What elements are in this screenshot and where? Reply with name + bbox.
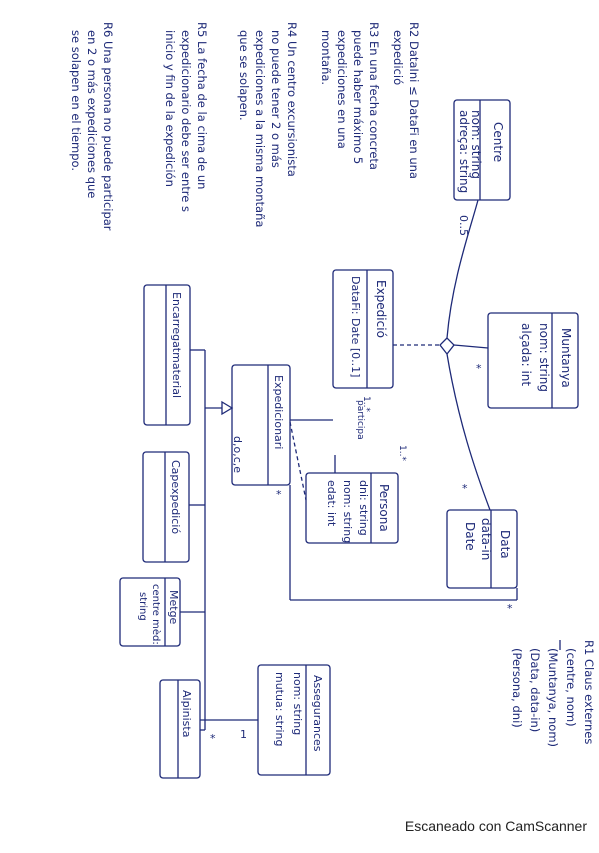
class-data-attr-0: data-in — [479, 518, 493, 560]
mult-data-right: * — [507, 602, 513, 615]
assoc-muntanya-line — [453, 344, 489, 349]
class-persona-name: Persona — [377, 484, 391, 532]
rule-r6-line-0: R6 Una persona no puede participar — [101, 22, 115, 231]
class-alpinista-name: Alpinista — [180, 690, 193, 737]
rule-r6-line-2: se solapen en el tiempo. — [69, 30, 83, 171]
class-centre-box — [453, 99, 511, 201]
class-centre — [453, 99, 511, 201]
assoc-data-line — [446, 353, 491, 511]
rule-r6-line-1: en 2 o más expediciones que — [85, 30, 99, 198]
rule-r2-line-0: R2 DataIni ≤ DataFi en una — [407, 22, 421, 179]
class-muntanya-attr-1: alçada: int — [519, 323, 533, 386]
class-data-name: Data — [498, 530, 512, 559]
rule-r1-line-3: (Data, data-in) — [528, 648, 542, 732]
class-data-attr-1: Date — [463, 522, 477, 551]
class-capexpedicio — [142, 451, 190, 563]
class-muntanya-name: Muntanya — [559, 328, 573, 388]
mult-centre: 0..5 — [457, 215, 470, 236]
mult-assegurances: 1 — [240, 728, 247, 741]
class-persona-box — [305, 472, 399, 544]
class-encarregat — [143, 284, 191, 426]
rule-r5-line-2: inicio y fin de la expedición — [163, 30, 177, 187]
disjoint-label: d,o,c,e — [231, 436, 244, 473]
class-capexpedicio-box — [142, 451, 190, 563]
class-metge-name: Metge — [167, 590, 180, 625]
class-centre-name: Centre — [491, 122, 505, 162]
rule-r4-line-1: no puede tener 2 o más — [269, 30, 283, 168]
class-data-box — [446, 509, 518, 589]
class-alpinista — [159, 679, 201, 779]
rule-r4-line-2: expediciones a la misma montaña — [253, 30, 267, 227]
class-expedicio-box — [332, 269, 394, 389]
class-muntanya-box — [487, 312, 579, 409]
class-muntanya — [487, 312, 579, 409]
class-assegurances-name: Assegurances — [311, 675, 324, 752]
class-persona-attr-0: dni: string — [357, 480, 370, 536]
assoc-centre-line — [446, 199, 479, 339]
participa-label: participa — [355, 400, 365, 440]
class-metge-attr-0: centre mèd: — [150, 584, 162, 645]
class-expedicio-attr-0: DataFi: Date [0..1] — [349, 276, 362, 377]
class-expedicionari-name: Expedicionari — [272, 375, 285, 449]
mult-expedicionari: * — [276, 488, 282, 501]
rule-r1-line-2: (Muntanya, nom) — [546, 648, 560, 747]
class-data — [446, 509, 518, 589]
rule-r1-line-0: R1 Claus externes — [582, 640, 596, 744]
rule-r4-line-3: que se solapen. — [237, 30, 251, 121]
mult-data: * — [462, 482, 468, 495]
class-assegurances-attr-0: nom: string — [291, 672, 304, 735]
assoc-participa-dashed — [289, 421, 307, 501]
mult-alpinista: * — [210, 732, 216, 745]
class-expedicio-name: Expedició — [374, 280, 388, 338]
class-expedicio — [332, 269, 394, 389]
rule-r5-line-0: R5 La fecha de la cima de un — [195, 22, 209, 189]
rule-r1-line-1: (centre, nom) — [564, 648, 578, 727]
class-assegurances-attr-1: mutua: string — [273, 672, 286, 747]
class-capexpedicio-name: Capexpedició — [169, 460, 182, 534]
mult-muntanya: * — [476, 362, 482, 375]
rule-r1-line-4: (Persona, dni) — [510, 648, 524, 728]
rule-r3-line-2: expediciones en una — [335, 30, 349, 149]
mult-exped-left: 1..* — [361, 396, 371, 412]
class-persona-attr-1: nom: string — [341, 480, 354, 543]
mult-persona: 1..* — [397, 445, 407, 461]
rule-r3-line-0: R3 En una fecha concreta — [367, 22, 381, 170]
generalization-triangle — [221, 400, 234, 416]
class-centre-attr-1: adreça: string — [457, 110, 471, 193]
class-alpinista-box — [159, 679, 201, 779]
class-persona — [305, 472, 399, 544]
rule-r5-line-1: expedicionario debe ser entre s — [179, 30, 193, 212]
class-persona-attr-2: edat: int — [325, 480, 338, 527]
rule-r3-line-3: montaña. — [319, 30, 333, 85]
rule-r4-line-0: R4 Un centro excursionista — [285, 22, 299, 177]
ternary-diamond — [439, 337, 455, 356]
class-encarregat-box — [143, 284, 191, 426]
rule-r2-line-1: expedició — [391, 30, 405, 85]
class-encarregat-name: Encarregatmaterial — [170, 292, 183, 398]
class-muntanya-attr-0: nom: string — [537, 323, 551, 392]
class-metge-attr-1: string — [137, 592, 148, 621]
class-centre-attr-0: nom: string — [469, 110, 483, 179]
scanner-watermark: Escaneado con CamScanner — [404, 818, 587, 834]
rule-r3-line-1: puede haber máximo 5 — [351, 30, 365, 164]
